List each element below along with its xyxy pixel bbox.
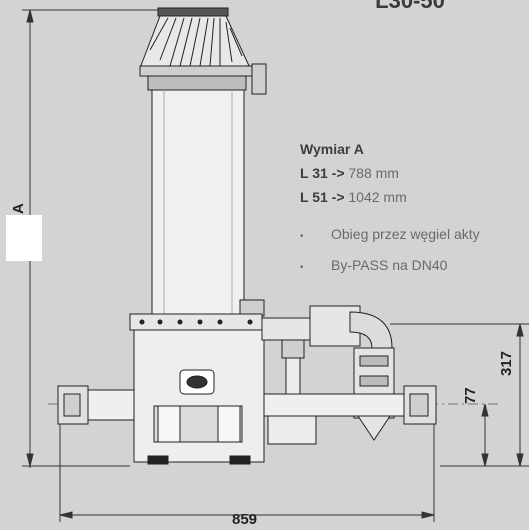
spec-row-l51: L 51 -> 1042 mm bbox=[300, 189, 407, 205]
bypass-piping bbox=[261, 305, 395, 445]
bullet-icon: • bbox=[300, 231, 304, 242]
feature-item: •Obieg przez węgiel akty bbox=[300, 226, 480, 242]
feature-item: •By-PASS na DN40 bbox=[300, 257, 448, 273]
dimension-859-line bbox=[59, 420, 435, 522]
filter-cylinder bbox=[151, 89, 265, 317]
filter-base bbox=[129, 313, 265, 465]
bullet-icon: • bbox=[300, 262, 304, 273]
filter-cap bbox=[139, 7, 267, 95]
dimension-317-label: 317 bbox=[498, 350, 515, 376]
dimension-859-label: 859 bbox=[232, 511, 258, 528]
main-pipe bbox=[57, 385, 437, 425]
title: L30-50 bbox=[375, 0, 445, 13]
spec-row-l31: L 31 -> 788 mm bbox=[300, 165, 399, 181]
dimension-a-label: A bbox=[10, 203, 27, 214]
dimension-77-line bbox=[481, 403, 489, 467]
dimension-77-label: 77 bbox=[462, 387, 479, 404]
label-patch bbox=[6, 215, 42, 261]
spec-heading: Wymiar A bbox=[300, 141, 364, 157]
